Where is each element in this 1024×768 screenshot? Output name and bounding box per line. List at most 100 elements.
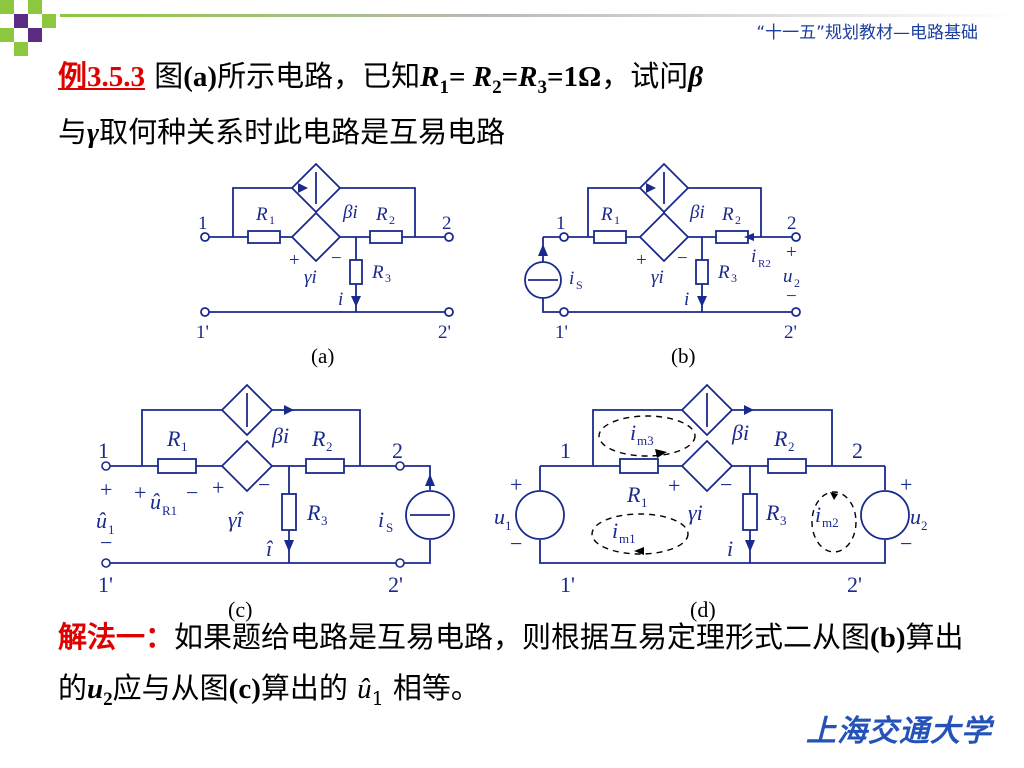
fig-d-im3: i xyxy=(630,420,636,445)
fig-d-im1: i xyxy=(612,518,618,543)
fig-a-node1: 1 xyxy=(198,213,208,234)
figure-b xyxy=(524,162,801,317)
svg-text:R: R xyxy=(306,500,321,525)
svg-text:R: R xyxy=(600,204,613,225)
svg-text:R: R xyxy=(717,262,730,283)
svg-text:2: 2 xyxy=(787,213,797,234)
figure-a xyxy=(200,162,454,317)
fig-c-ur1: û xyxy=(150,489,161,514)
fig-b-u2: u xyxy=(783,266,793,287)
fig-b-is: i xyxy=(569,268,574,289)
dependent-voltage-source xyxy=(290,211,342,263)
svg-text:1: 1 xyxy=(269,213,275,227)
svg-text:−: − xyxy=(510,531,522,556)
fig-b-ir2: i xyxy=(751,246,756,267)
svg-text:1': 1' xyxy=(560,572,575,597)
resistor-r3 xyxy=(349,259,363,285)
course-header: “十一五”规划教材—电路基础 xyxy=(756,23,978,43)
svg-text:1': 1' xyxy=(555,322,568,343)
svg-text:2': 2' xyxy=(847,572,862,597)
header-decoration xyxy=(0,0,1020,56)
svg-text:+: + xyxy=(510,472,522,497)
svg-text:2: 2 xyxy=(921,518,928,533)
svg-text:i: i xyxy=(727,536,733,561)
svg-text:2: 2 xyxy=(794,276,800,290)
fig-c-u1: û xyxy=(96,508,107,533)
svg-text:+: + xyxy=(134,480,146,505)
svg-text:2: 2 xyxy=(392,438,403,463)
svg-text:î: î xyxy=(266,536,274,561)
svg-text:R: R xyxy=(311,426,326,451)
svg-text:βi: βi xyxy=(271,423,289,448)
voltage-source-u1 xyxy=(515,490,565,540)
svg-text:−: − xyxy=(720,472,732,497)
svg-text:2: 2 xyxy=(788,439,795,454)
svg-text:+: + xyxy=(668,473,680,498)
svg-text:R: R xyxy=(255,204,268,225)
svg-text:2: 2 xyxy=(389,213,395,227)
svg-text:R1: R1 xyxy=(162,503,177,518)
svg-text:S: S xyxy=(386,520,393,535)
mesh-loop-im1 xyxy=(591,513,689,555)
svg-text:3: 3 xyxy=(780,513,787,528)
fig-d-caption: (d) xyxy=(690,597,716,622)
svg-text:3: 3 xyxy=(731,271,737,285)
resistor-r2 xyxy=(369,230,403,244)
fig-d-im2: i xyxy=(815,502,821,527)
svg-text:−: − xyxy=(100,530,112,555)
svg-text:βi: βi xyxy=(731,420,749,445)
svg-text:−: − xyxy=(677,248,688,269)
svg-text:1: 1 xyxy=(556,213,566,234)
svg-text:γi: γi xyxy=(688,500,703,525)
svg-text:2: 2 xyxy=(326,439,333,454)
fig-c-caption: (c) xyxy=(228,597,252,622)
svg-text:2': 2' xyxy=(784,322,797,343)
example-number: 例3.5.3 xyxy=(58,61,146,93)
svg-text:S: S xyxy=(576,278,583,292)
svg-text:γî: γî xyxy=(228,507,245,532)
fig-a-beta-i: βi xyxy=(342,202,358,223)
svg-text:R: R xyxy=(371,262,384,283)
fig-a-caption: (a) xyxy=(311,344,334,368)
svg-text:1: 1 xyxy=(560,438,571,463)
svg-text:i: i xyxy=(684,289,689,310)
svg-text:γi: γi xyxy=(651,267,664,288)
solution-lead: 解法一： xyxy=(58,620,175,654)
svg-text:+: + xyxy=(636,250,647,271)
svg-text:R2: R2 xyxy=(758,258,771,270)
svg-text:+: + xyxy=(212,475,224,500)
svg-text:i: i xyxy=(338,289,343,310)
university-logo: 上海交通大学 xyxy=(806,714,992,749)
current-source-is xyxy=(524,261,562,299)
svg-text:1: 1 xyxy=(181,439,188,454)
svg-text:−: − xyxy=(186,480,198,505)
svg-text:+: + xyxy=(900,472,912,497)
svg-text:R: R xyxy=(626,482,641,507)
svg-text:i: i xyxy=(378,507,384,532)
solution-text: 解法一：如果题给电路是互易电路，则根据互易定理形式二从图(b)算出的u2应与从图… xyxy=(58,620,964,710)
svg-text:1: 1 xyxy=(108,522,115,537)
svg-text:βi: βi xyxy=(689,202,705,223)
fig-a-node1p: 1' xyxy=(196,322,209,343)
svg-text:2: 2 xyxy=(852,438,863,463)
svg-text:R: R xyxy=(166,426,181,451)
svg-text:m1: m1 xyxy=(619,531,636,546)
mesh-loop-im2 xyxy=(811,491,857,553)
svg-text:−: − xyxy=(258,472,270,497)
svg-text:R: R xyxy=(721,204,734,225)
fig-b-caption: (b) xyxy=(671,344,696,368)
svg-text:+: + xyxy=(289,250,300,271)
svg-text:−: − xyxy=(331,248,342,269)
figure-d xyxy=(515,383,910,564)
svg-text:u: u xyxy=(494,504,505,529)
fig-a-gamma-i: γi xyxy=(304,267,317,288)
svg-text:2: 2 xyxy=(735,213,741,227)
svg-text:m3: m3 xyxy=(637,433,654,448)
fig-a-node2p: 2' xyxy=(438,322,451,343)
voltage-source-u2 xyxy=(860,490,910,540)
svg-text:3: 3 xyxy=(321,513,328,528)
figure-c xyxy=(110,383,455,564)
current-source-is xyxy=(405,490,455,540)
svg-text:1: 1 xyxy=(505,518,512,533)
